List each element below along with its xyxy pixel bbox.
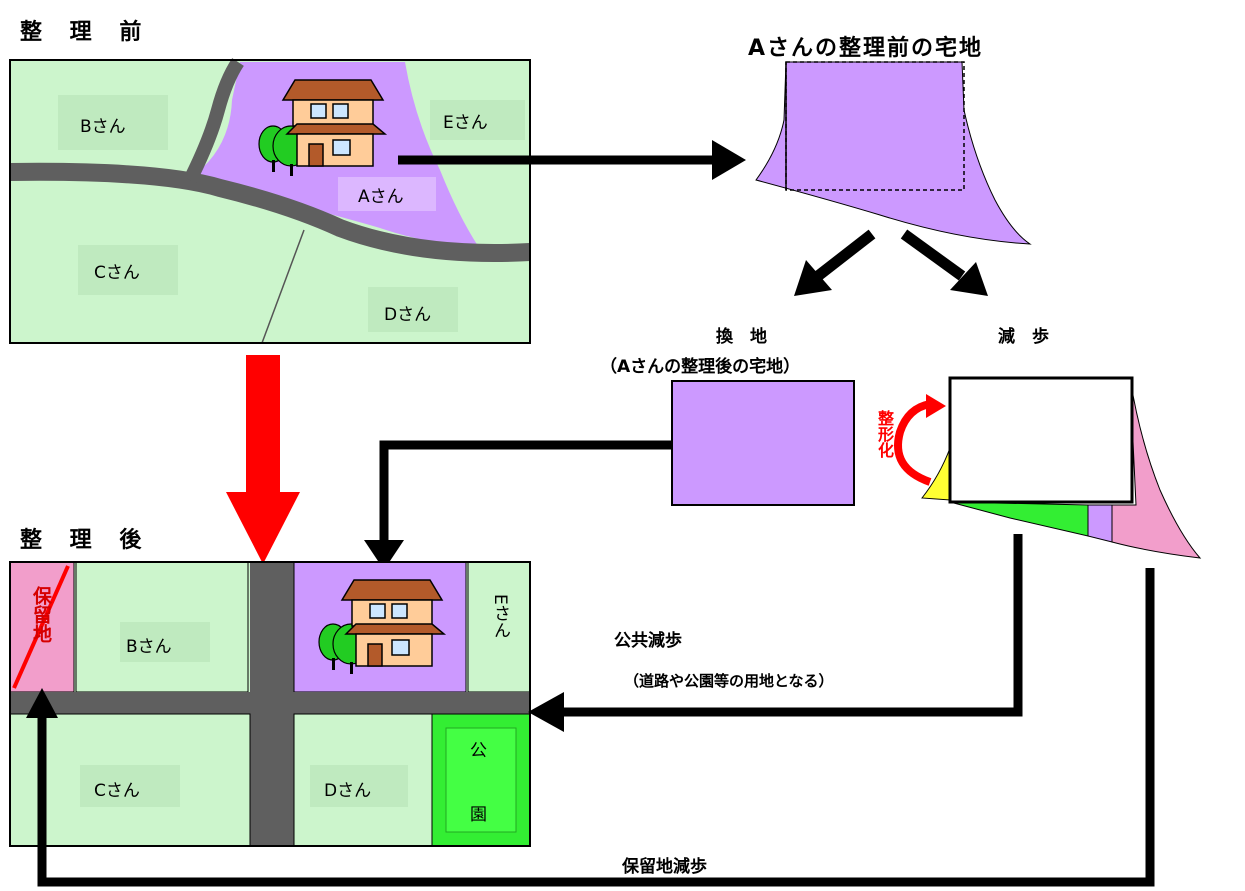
seikeika-curved-arrow [894,394,946,486]
before-owner-e: Eさん [443,113,488,133]
before-lot-c [78,245,178,295]
kanchi-title: 換 地 [716,327,767,347]
before-boundary-line [261,229,305,344]
public-reduction-title: 公共減歩 [614,631,682,651]
after-park-char-2: 園 [470,805,487,825]
before-road-branch [183,58,244,184]
after-owner-b: Bさん [126,637,172,657]
before-heading: 整 理 前 [20,20,152,45]
arrow-to-genbu [900,229,988,296]
after-park-char-1: 公 [470,741,487,761]
after-owner-d: Dさん [324,781,372,801]
a-prelot-shape [755,61,1032,245]
after-lot-e [467,561,531,693]
after-owner-c: Cさん [94,781,140,801]
genbu-shape [921,376,1202,559]
genbu-title: 減 歩 [998,327,1049,347]
after-reserve-slash [12,565,70,689]
after-owner-e: Eさん [490,594,510,639]
before-owner-a: Aさん [358,187,404,207]
kanchi-square [671,380,855,506]
after-reserve-label: 保留地 [30,586,52,643]
arrow-kanchi-to-after [364,440,672,570]
kanchi-subtitle: （Aさんの整理後の宅地） [600,357,801,377]
before-map [9,58,531,344]
arrow-public-reduction [528,534,1023,732]
before-label-a-bg [338,177,436,211]
before-owner-d: Dさん [384,305,432,325]
after-map [9,561,531,847]
after-heading: 整 理 後 [20,528,152,553]
a-prelot-title: Aさんの整理前の宅地 [748,36,984,61]
red-down-arrow [226,355,300,564]
arrow-to-a-lot [398,140,746,180]
before-owner-c: Cさん [94,263,140,283]
reserve-reduction-title: 保留地減歩 [622,857,707,877]
before-lot-d [368,287,458,332]
before-house-icon [282,79,386,167]
after-house-icon [341,579,445,667]
arrow-reserve-reduction [26,568,1155,887]
after-road-horizontal [10,692,530,714]
before-owner-b: Bさん [80,117,126,137]
public-reduction-subtitle: （道路や公園等の用地となる） [624,672,834,690]
before-lot-b [58,95,168,150]
arrow-to-kanchi [794,229,876,296]
seikeika-label: 整形化 [875,410,894,458]
before-lot-e [430,100,525,140]
before-road [9,162,531,262]
